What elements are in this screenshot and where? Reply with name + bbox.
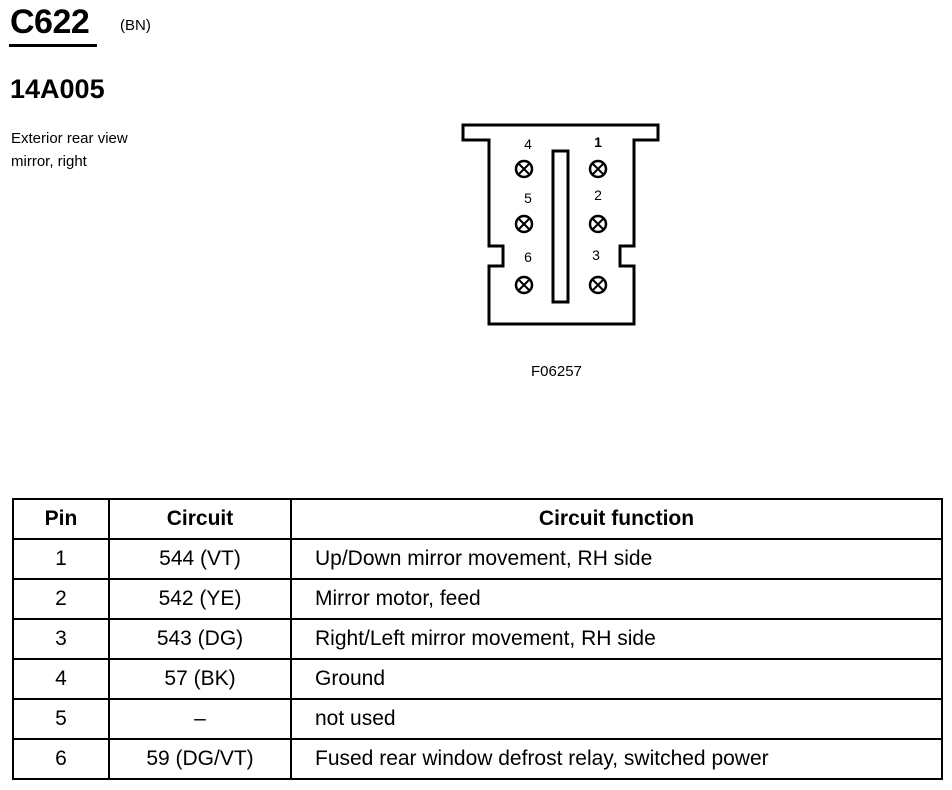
circuit-cell: 543 (DG)	[108, 618, 292, 660]
connector-id: C622	[10, 3, 90, 41]
circuit-function-cell: Fused rear window defrost relay, switche…	[290, 738, 943, 780]
part-number: 14A005	[10, 74, 105, 104]
pin-cell: 2	[12, 578, 110, 620]
circuit-cell: 544 (VT)	[108, 538, 292, 580]
pin-terminal-6	[514, 275, 534, 295]
circuit-function-cell: Up/Down mirror movement, RH side	[290, 538, 943, 580]
circuit-function-cell: not used	[290, 698, 943, 740]
pin-label-5: 5	[524, 190, 532, 206]
description-line-2: mirror, right	[11, 153, 87, 170]
pin-cell: 3	[12, 618, 110, 660]
header-circuit-function: Circuit function	[290, 498, 943, 540]
pin-label-4: 4	[524, 136, 532, 152]
pin-terminal-3	[588, 275, 608, 295]
center-key-slot	[551, 149, 570, 304]
table-header-row: Pin Circuit Circuit function	[12, 498, 943, 540]
circuit-cell: 59 (DG/VT)	[108, 738, 292, 780]
pin-label-3: 3	[592, 247, 600, 263]
circuit-cell: –	[108, 698, 292, 740]
table-row: 5 – not used	[12, 698, 943, 740]
table-row: 4 57 (BK) Ground	[12, 658, 943, 700]
pin-cell: 6	[12, 738, 110, 780]
circuit-cell: 542 (YE)	[108, 578, 292, 620]
header-circuit: Circuit	[108, 498, 292, 540]
pin-terminal-2	[588, 214, 608, 234]
component-description: Exterior rear view mirror, right	[11, 127, 191, 173]
title-underline	[9, 44, 97, 47]
connector-face-diagram: 4 5 6 1 2 3	[461, 123, 660, 326]
pin-terminal-4	[514, 159, 534, 179]
table-row: 3 543 (DG) Right/Left mirror movement, R…	[12, 618, 943, 660]
circuit-function-cell: Ground	[290, 658, 943, 700]
description-line-1: Exterior rear view	[11, 130, 128, 147]
table-row: 2 542 (YE) Mirror motor, feed	[12, 578, 943, 620]
pin-cell: 5	[12, 698, 110, 740]
pin-terminal-5	[514, 214, 534, 234]
pin-label-1: 1	[594, 134, 602, 150]
table-row: 6 59 (DG/VT) Fused rear window defrost r…	[12, 738, 943, 780]
header-pin: Pin	[12, 498, 110, 540]
circuit-cell: 57 (BK)	[108, 658, 292, 700]
table-row: 1 544 (VT) Up/Down mirror movement, RH s…	[12, 538, 943, 580]
connector-housing-outline	[461, 123, 660, 326]
pin-label-2: 2	[594, 187, 602, 203]
connector-color-code: (BN)	[120, 17, 151, 34]
pin-terminal-1	[588, 159, 608, 179]
figure-id: F06257	[531, 363, 582, 380]
pinout-table: Pin Circuit Circuit function 1 544 (VT) …	[12, 498, 943, 780]
circuit-function-cell: Right/Left mirror movement, RH side	[290, 618, 943, 660]
pin-label-6: 6	[524, 249, 532, 265]
circuit-function-cell: Mirror motor, feed	[290, 578, 943, 620]
pin-cell: 1	[12, 538, 110, 580]
pin-cell: 4	[12, 658, 110, 700]
